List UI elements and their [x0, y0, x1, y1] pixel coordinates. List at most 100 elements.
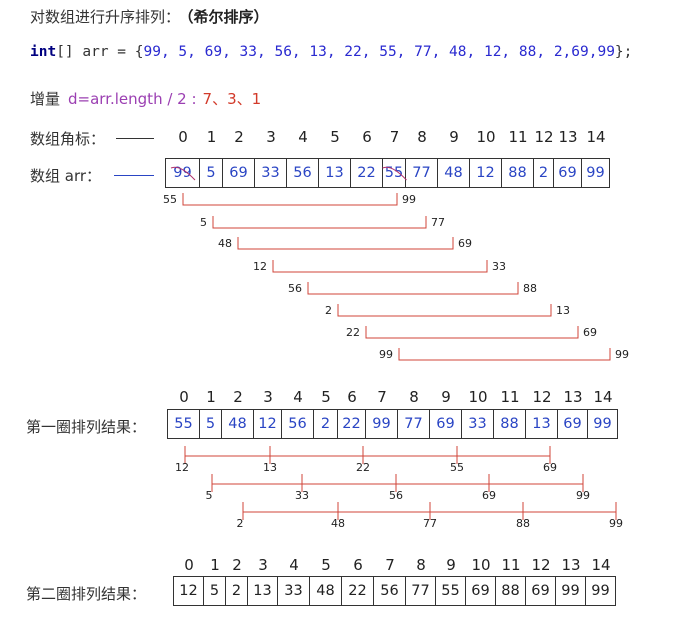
- pair-bracket: [337, 304, 552, 317]
- group-value: 2: [237, 517, 244, 530]
- group-value: 48: [331, 517, 345, 530]
- pair-left-value: 22: [346, 326, 360, 339]
- index-label: 9: [449, 128, 459, 146]
- round2-cell: 56: [374, 577, 406, 605]
- pair-bracket: [272, 260, 488, 273]
- original-cell: 33: [255, 159, 287, 187]
- round1-cell: 48: [222, 410, 254, 438]
- group-value: 13: [263, 461, 277, 474]
- round1-cell: 77: [398, 410, 430, 438]
- group-value: 56: [389, 489, 403, 502]
- round1-cell: 5: [200, 410, 222, 438]
- round1-cell: 99: [593, 416, 612, 432]
- pair-right-value: 88: [523, 282, 537, 295]
- pair-left-value: 5: [200, 216, 207, 229]
- pair-right-value: 99: [615, 348, 629, 361]
- index-label: 14: [591, 556, 611, 574]
- pair-bracket: [365, 326, 579, 339]
- original-cell: 99: [586, 165, 605, 181]
- strike-mark: [382, 166, 407, 181]
- round1-cell: 33: [462, 410, 494, 438]
- index-label: 3: [266, 128, 276, 146]
- original-cell: 2: [534, 159, 554, 187]
- original-cell: 56: [287, 159, 319, 187]
- round2-cell: 12: [174, 577, 204, 605]
- index-label: 4: [298, 128, 308, 146]
- original-cell: 13: [319, 159, 351, 187]
- group-value: 99: [576, 489, 590, 502]
- index-label: 1: [210, 556, 220, 574]
- index-label: 0: [184, 556, 194, 574]
- index-label: 0: [179, 388, 189, 406]
- round2-cell: 13: [248, 577, 278, 605]
- index-label: 6: [347, 388, 357, 406]
- round2-cell: 48: [310, 577, 342, 605]
- group-value: 22: [356, 461, 370, 474]
- index-label: 5: [321, 556, 331, 574]
- round2-cell: 33: [278, 577, 310, 605]
- array-pointer-line: [114, 175, 154, 176]
- pair-right-value: 99: [402, 193, 416, 206]
- index-label: 5: [330, 128, 340, 146]
- index-label: 8: [416, 556, 426, 574]
- pair-bracket: [398, 348, 611, 361]
- round1-cell: 55: [168, 410, 200, 438]
- original-cell: 99: [166, 159, 200, 187]
- group-value: 33: [295, 489, 309, 502]
- group-value: 77: [423, 517, 437, 530]
- pair-bracket: [307, 282, 519, 295]
- code-end: };: [614, 44, 633, 60]
- index-label: 3: [258, 556, 268, 574]
- index-row-label: 数组角标：: [30, 130, 106, 148]
- pair-right-value: 69: [583, 326, 597, 339]
- index-label: 13: [561, 556, 581, 574]
- round1-cell: 12: [254, 410, 282, 438]
- pair-right-value: 77: [431, 216, 445, 229]
- round1-cell: 99: [366, 410, 398, 438]
- pair-bracket: [182, 193, 398, 206]
- round2-cell: 22: [342, 577, 374, 605]
- original-cell: 69: [554, 159, 582, 187]
- increment-values: 7、3、1: [202, 90, 262, 108]
- round2-cell: 5: [204, 577, 226, 605]
- index-label: 12: [531, 556, 551, 574]
- round2-cell: 77: [406, 577, 436, 605]
- index-label: 14: [593, 388, 613, 406]
- page-title: 对数组进行升序排列：（希尔排序）: [30, 6, 269, 27]
- pair-right-value: 33: [492, 260, 506, 273]
- strike-mark: [170, 166, 196, 181]
- round1-label: 第一圈排列结果：: [26, 418, 147, 436]
- original-cell: 5: [200, 159, 223, 187]
- increment-label: 增量: [30, 90, 61, 108]
- pair-right-value: 13: [556, 304, 570, 317]
- increment-formula: d=arr.length / 2 :: [68, 90, 197, 108]
- original-cell: 77: [406, 159, 438, 187]
- index-label: 12: [534, 128, 554, 146]
- round1-cell: 56: [282, 410, 314, 438]
- index-label: 3: [263, 388, 273, 406]
- index-label: 10: [471, 556, 491, 574]
- round1-cell: 88: [494, 410, 526, 438]
- group-value: 69: [543, 461, 557, 474]
- index-label: 9: [441, 388, 451, 406]
- round2-label: 第二圈排列结果：: [26, 585, 147, 603]
- round1-cell: 69: [430, 410, 462, 438]
- index-label: 10: [468, 388, 488, 406]
- index-label: 6: [353, 556, 363, 574]
- index-label: 11: [501, 556, 521, 574]
- group-value: 88: [516, 517, 530, 530]
- original-cell: 55: [383, 159, 406, 187]
- index-label: 9: [446, 556, 456, 574]
- round1-cell: 22: [338, 410, 366, 438]
- round2-cell: 69: [526, 577, 556, 605]
- pair-bracket: [237, 237, 454, 250]
- pair-left-value: 99: [379, 348, 393, 361]
- index-label: 2: [232, 556, 242, 574]
- pair-left-value: 55: [163, 193, 177, 206]
- group-value: 12: [175, 461, 189, 474]
- group-value: 55: [450, 461, 464, 474]
- round2-cell: 99: [556, 577, 586, 605]
- pair-bracket: [212, 216, 427, 229]
- index-label: 0: [178, 128, 188, 146]
